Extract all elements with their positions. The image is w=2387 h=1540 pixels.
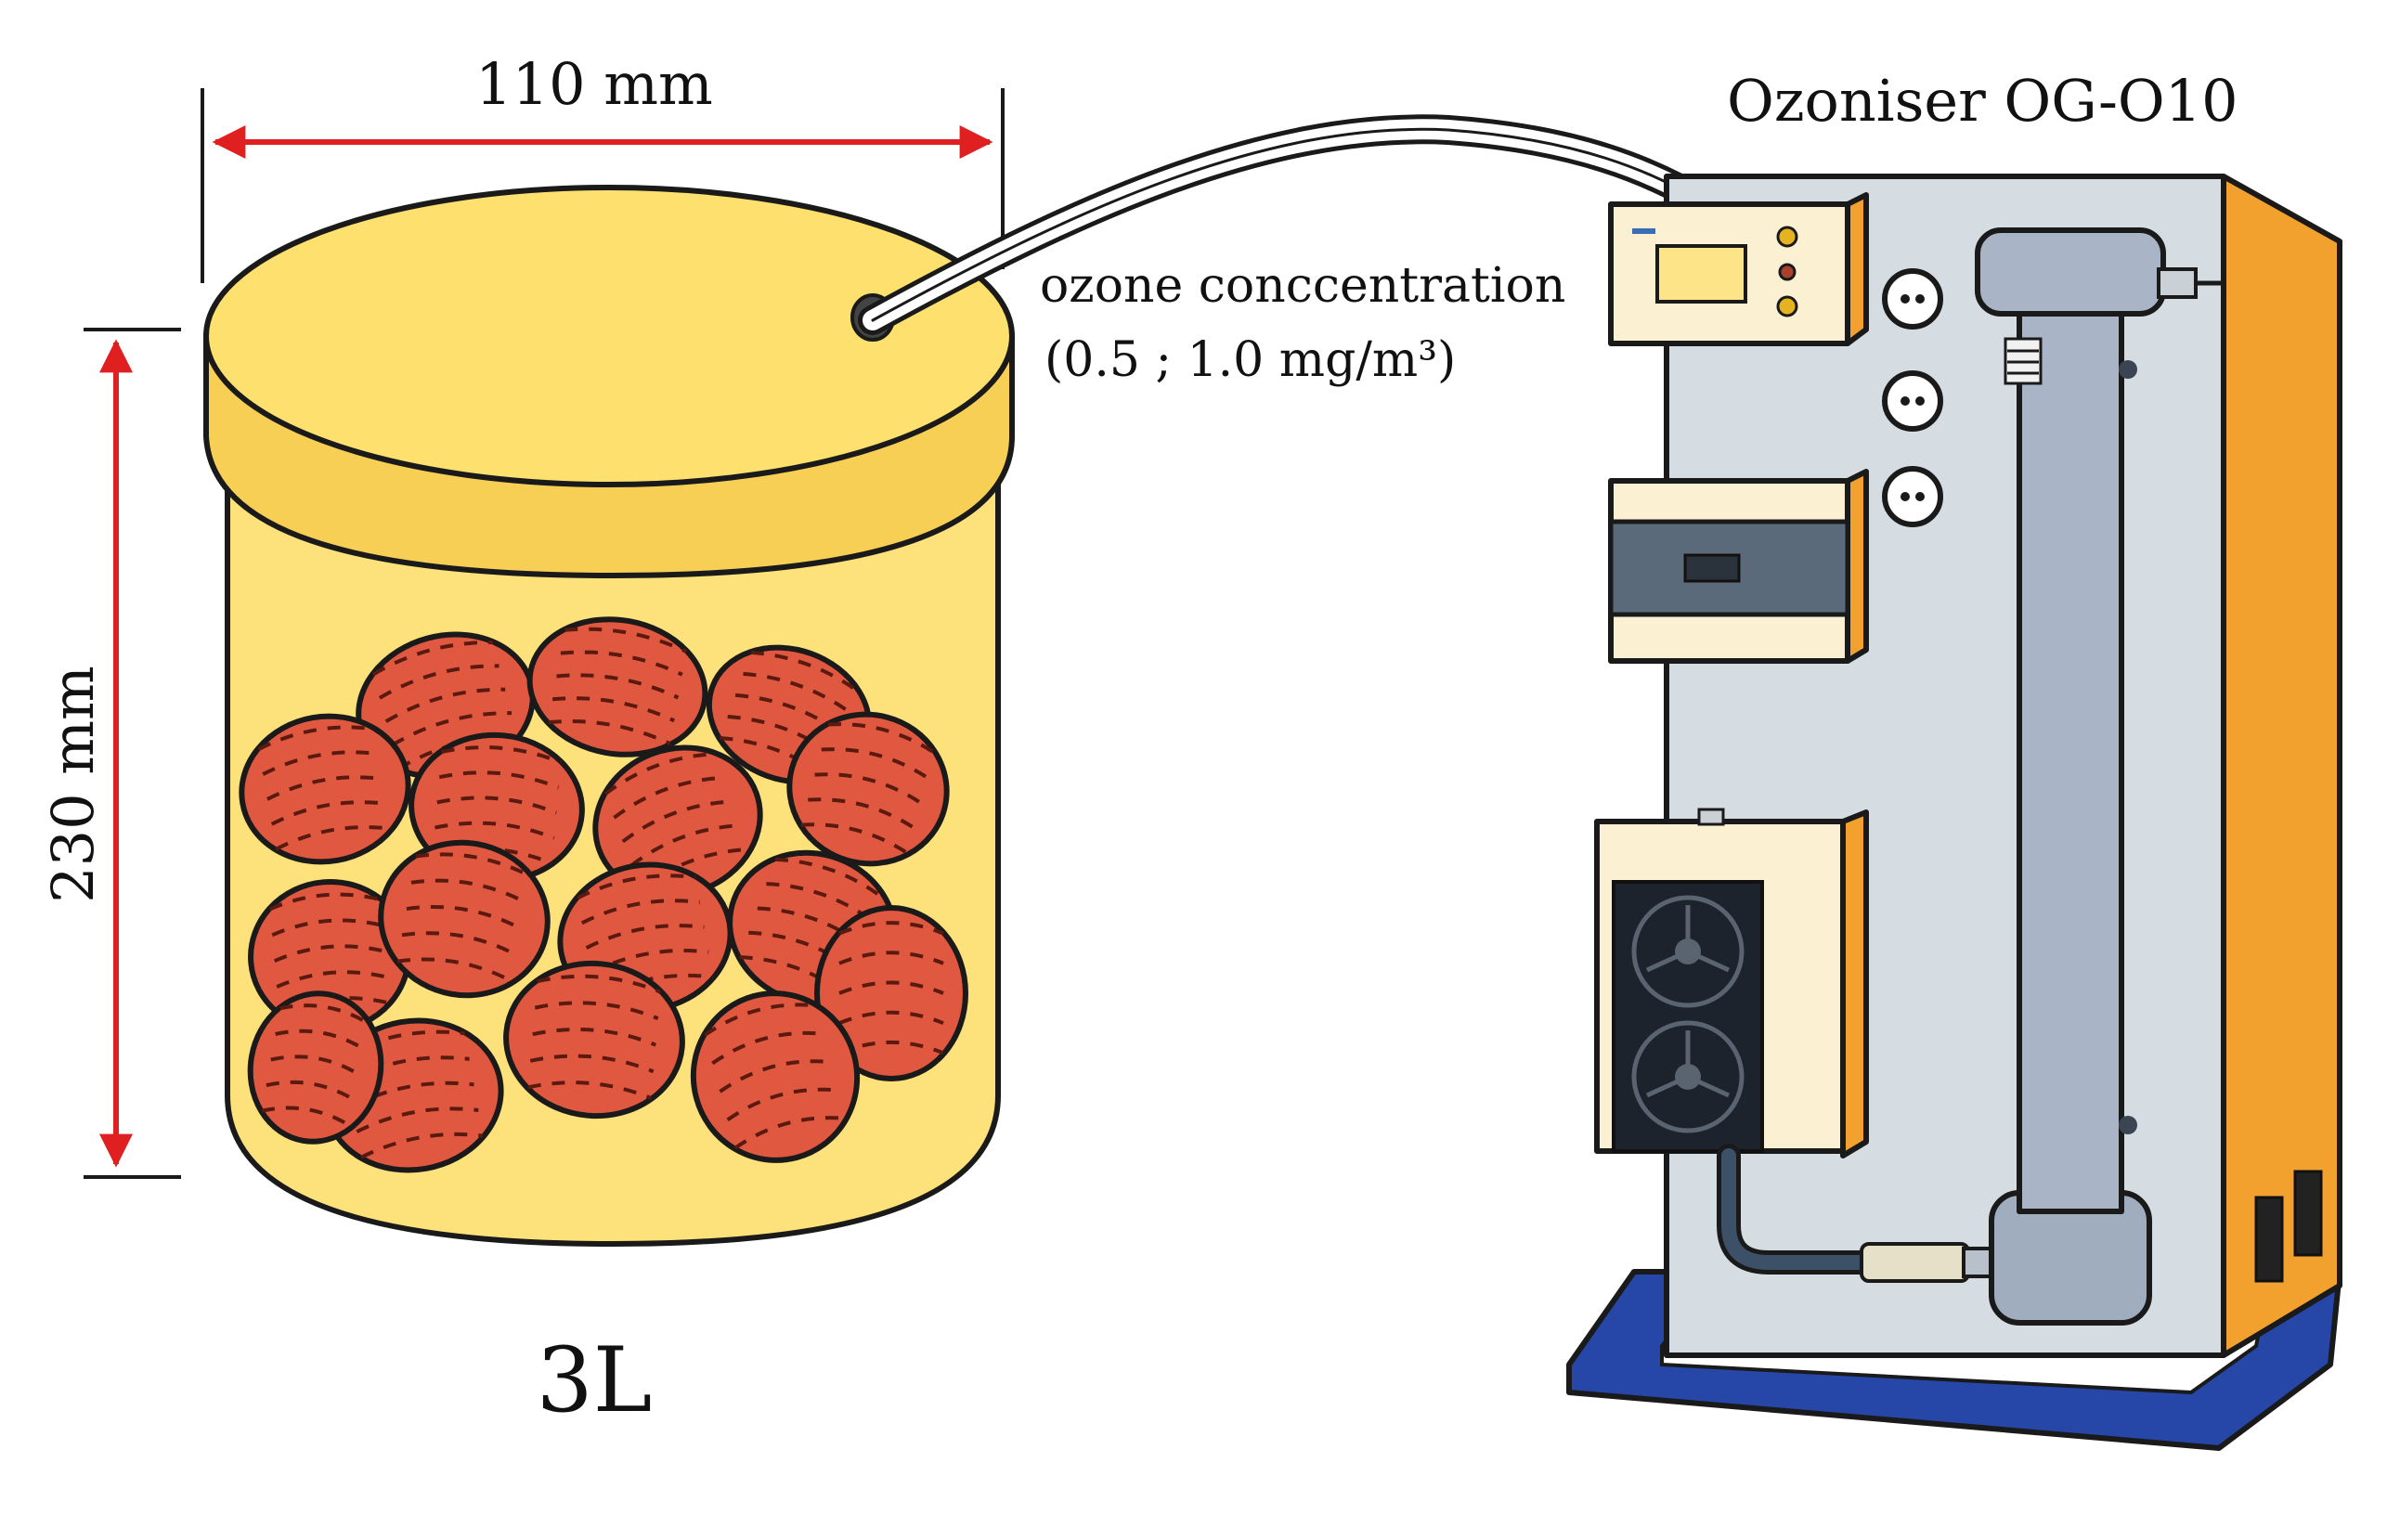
device-name: Ozoniser OG-O10 bbox=[1727, 67, 2238, 135]
ozone-tubing bbox=[858, 114, 1719, 335]
width-dimension: 110 mm bbox=[201, 50, 1005, 283]
width-label: 110 mm bbox=[475, 50, 713, 118]
jar bbox=[203, 185, 1015, 1247]
fan-unit bbox=[1594, 808, 1869, 1158]
nut-icon bbox=[526, 616, 708, 757]
height-dimension: 230 mm bbox=[39, 328, 181, 1179]
nut-icon bbox=[247, 990, 384, 1145]
ozoniser bbox=[1566, 174, 2342, 1451]
generator-tube bbox=[1975, 227, 2224, 1326]
nut-icon bbox=[378, 839, 551, 999]
fan-icon bbox=[1631, 1020, 1745, 1133]
height-label: 230 mm bbox=[39, 666, 107, 903]
concentration-range: (0.5 ; 1.0 mg/m³) bbox=[1044, 332, 1456, 388]
gauges bbox=[1882, 268, 1943, 527]
nuts bbox=[239, 616, 968, 1173]
nut-icon bbox=[786, 711, 950, 867]
nut-icon bbox=[239, 713, 411, 865]
fan-icon bbox=[1631, 895, 1745, 1008]
nut-icon bbox=[592, 744, 763, 899]
gauge-icon bbox=[1882, 466, 1943, 527]
volume-label: 3L bbox=[537, 1328, 653, 1432]
display-screen bbox=[1655, 244, 1747, 304]
concentration-title: ozone conccentration bbox=[1040, 258, 1565, 314]
gauge-icon bbox=[1882, 370, 1943, 432]
breaker-panel bbox=[1608, 469, 1869, 664]
gauge-icon bbox=[1882, 268, 1943, 330]
nut-icon bbox=[503, 960, 685, 1119]
control-box bbox=[1608, 192, 1869, 346]
nut-icon bbox=[690, 990, 861, 1163]
